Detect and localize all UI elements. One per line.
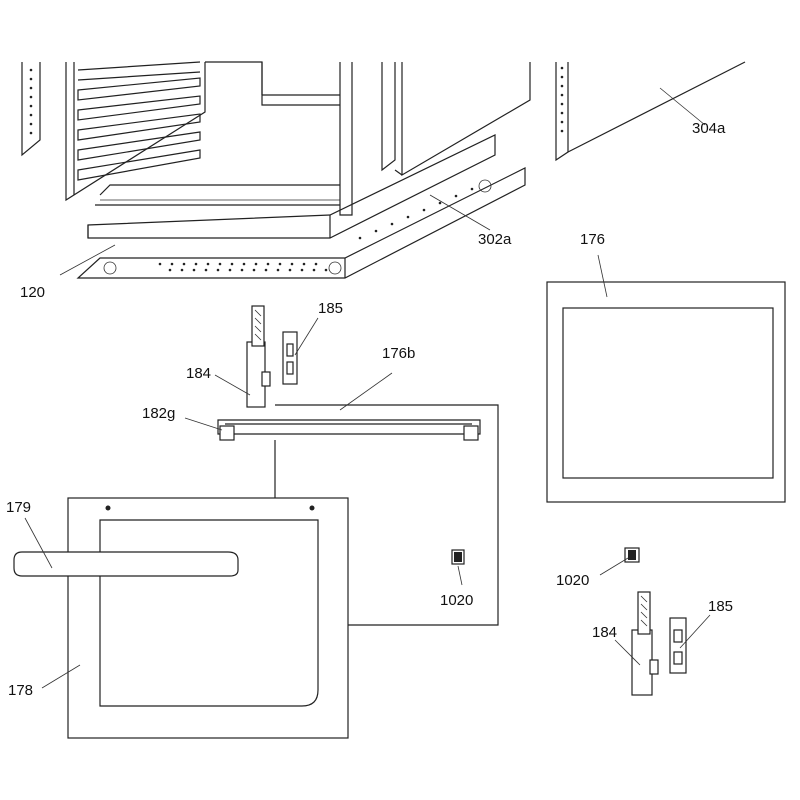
label-302a: 302a (478, 231, 512, 248)
perforation-dot (560, 111, 564, 115)
perforation-dot (560, 66, 564, 70)
perforation-dot (192, 268, 196, 272)
perforation-dot (264, 268, 268, 272)
perforation-dot (29, 122, 33, 126)
label-120: 120 (20, 284, 45, 301)
hinge-185-upper (282, 317, 319, 385)
perforation-dot (560, 120, 564, 124)
perforation-dot (218, 262, 222, 266)
perforation-dot (204, 268, 208, 272)
hinge-184-upper (214, 305, 271, 408)
perforation-dot (470, 187, 474, 191)
label-182g: 182g (142, 405, 175, 422)
perforation-dot (168, 268, 172, 272)
clip-1020-right (599, 547, 640, 576)
door-frame-176 (546, 254, 786, 503)
perforation-dot (324, 268, 328, 272)
perforation-dot (560, 93, 564, 97)
perforation-dot (278, 262, 282, 266)
perforation-dot (374, 229, 378, 233)
label-179: 179 (6, 499, 31, 516)
perforation-dot (288, 268, 292, 272)
perforation-dot (29, 113, 33, 117)
perforation-dot (438, 201, 442, 205)
floor-plate-302a (87, 134, 496, 239)
perforation-dot (180, 268, 184, 272)
perforation-dot (158, 262, 162, 266)
label-184-lower: 184 (592, 624, 617, 641)
perforation-dot (406, 215, 410, 219)
perforation-dot (182, 262, 186, 266)
perforation-dot (29, 104, 33, 108)
perforation-dot (358, 236, 362, 240)
perforation-dot (228, 268, 232, 272)
label-304a: 304a (692, 120, 726, 137)
side-panel-304a (555, 61, 746, 162)
hinge-184-lower (614, 591, 659, 696)
perforation-dot (422, 208, 426, 212)
perforation-dot (454, 194, 458, 198)
perforation-dot (312, 268, 316, 272)
perforation-dot (254, 262, 258, 266)
perforation-dot (240, 268, 244, 272)
perforation-dot (560, 84, 564, 88)
perforation-dot (560, 75, 564, 79)
hinge-support-182g (184, 417, 481, 441)
perforation-dot (206, 262, 210, 266)
perforation-dot (300, 268, 304, 272)
label-184-upper: 184 (186, 365, 211, 382)
label-178: 178 (8, 682, 33, 699)
perforation-dot (266, 262, 270, 266)
perforation-dot (29, 77, 33, 81)
label-176: 176 (580, 231, 605, 248)
perforation-dot (560, 129, 564, 133)
oven-cavity (21, 61, 531, 216)
perforation-dot (242, 262, 246, 266)
perforation-dot (216, 268, 220, 272)
label-185-upper: 185 (318, 300, 343, 317)
perforation-dot (302, 262, 306, 266)
door-handle-179 (13, 517, 239, 577)
perforation-dot (314, 262, 318, 266)
perforation-dot (290, 262, 294, 266)
perforation-dot (560, 102, 564, 106)
perforation-dot (170, 262, 174, 266)
label-176b: 176b (382, 345, 415, 362)
outer-door-178 (41, 497, 349, 739)
hinge-185-lower (669, 614, 711, 674)
perforation-dot (194, 262, 198, 266)
perforation-dot (276, 268, 280, 272)
perforation-dot (29, 86, 33, 90)
perforation-dot (29, 131, 33, 135)
perforation-dot (29, 68, 33, 72)
perforation-dot (230, 262, 234, 266)
label-185-lower: 185 (708, 598, 733, 615)
clip-1020-glass (451, 549, 465, 586)
floor-plate-120 (76, 167, 526, 279)
label-1020-glass: 1020 (440, 592, 473, 609)
perforation-dot (252, 268, 256, 272)
shelf-guides (77, 61, 201, 181)
perforation-dot (390, 222, 394, 226)
perforation-dot (29, 95, 33, 99)
label-1020-right: 1020 (556, 572, 589, 589)
